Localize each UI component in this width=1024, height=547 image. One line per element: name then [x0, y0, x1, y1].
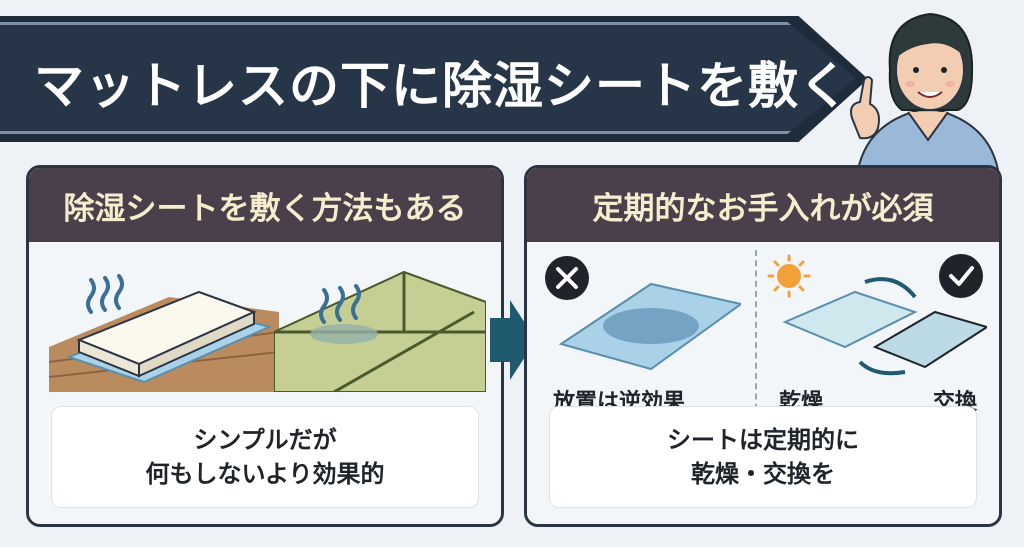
right-panel-header: 定期的なお手入れが必須 [527, 168, 999, 242]
page-title: マットレスの下に除湿シートを敷く [34, 57, 850, 115]
presenter-woman-illustration [850, 12, 1000, 170]
right-panel-body: 放置は逆効果 乾燥 交換 シートは定期的に 乾燥・ [527, 242, 999, 524]
right-caption-line2: 乾燥・交換を [691, 460, 835, 488]
title-banner [0, 22, 856, 134]
divider [755, 250, 757, 420]
right-caption: シートは定期的に 乾燥・交換を [549, 406, 977, 508]
left-caption: シンプルだが 何もしないより効果的 [51, 406, 479, 508]
right-panel: 定期的なお手入れが必須 放置は逆効果 [524, 165, 1002, 527]
mattress-on-sheet-illustration [49, 274, 279, 392]
left-panel: 除湿シートを敷く方法もある [26, 165, 504, 527]
left-panel-body: シンプルだが 何もしないより効果的 [29, 242, 501, 524]
wet-sheet-illustration [545, 256, 741, 371]
left-caption-line1: シンプルだが [193, 426, 337, 454]
left-panel-header: 除湿シートを敷く方法もある [29, 168, 501, 242]
cycle-arrow-icon [864, 277, 917, 299]
sun-icon [767, 254, 811, 298]
steam-icon [86, 274, 124, 314]
right-caption-line1: シートは定期的に [667, 426, 859, 454]
arrow-right-icon [490, 300, 536, 380]
dry-and-swap-illustration [767, 254, 987, 376]
cycle-arrow-icon [858, 360, 906, 376]
steam-icon [319, 284, 361, 324]
tatami-with-damp-illustration [274, 270, 486, 392]
check-icon [939, 254, 983, 298]
left-caption-line2: 何もしないより効果的 [145, 460, 385, 488]
